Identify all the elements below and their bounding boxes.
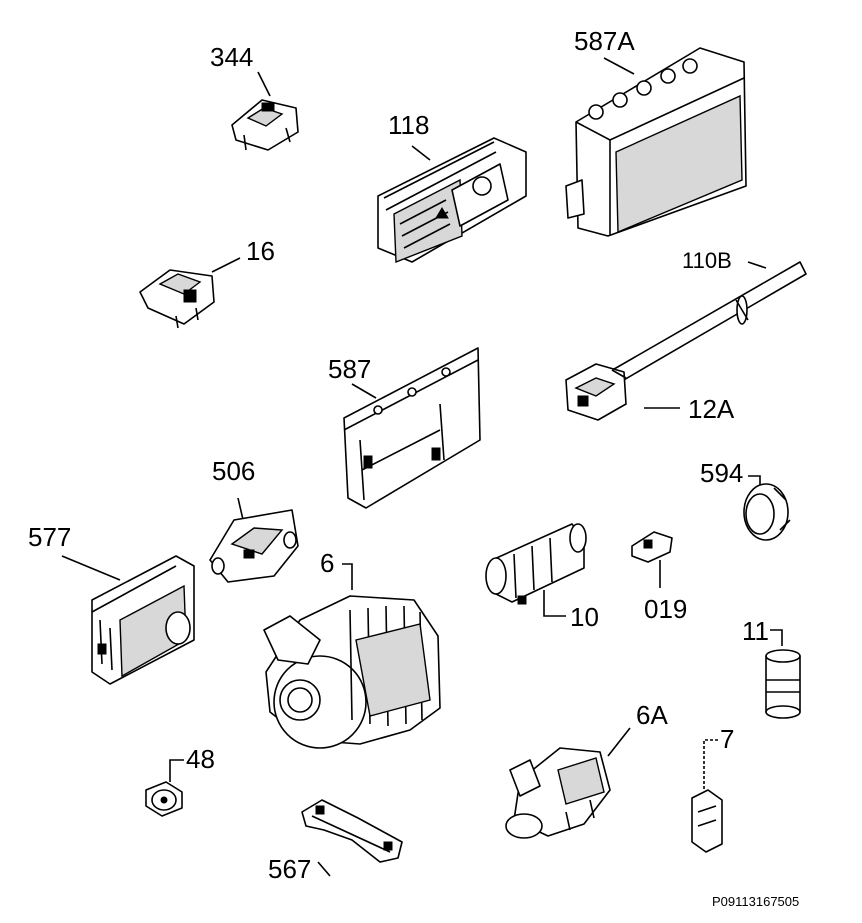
part-16 bbox=[139, 257, 241, 329]
label-577: 577 bbox=[28, 522, 72, 552]
part-48 bbox=[145, 759, 184, 817]
label-587: 587 bbox=[328, 354, 372, 384]
part-6 bbox=[263, 563, 441, 749]
label-019: 019 bbox=[644, 594, 688, 624]
label-110B: 110B bbox=[682, 248, 732, 273]
label-7: 7 bbox=[720, 724, 735, 754]
label-11: 11 bbox=[742, 616, 769, 646]
part-11 bbox=[765, 629, 801, 719]
part-019 bbox=[631, 531, 673, 588]
part-118 bbox=[377, 137, 527, 264]
part-10 bbox=[485, 523, 587, 617]
part-12A-hose bbox=[565, 261, 807, 421]
part-567 bbox=[301, 799, 403, 877]
part-587A bbox=[565, 47, 747, 237]
label-10: 10 bbox=[570, 602, 599, 632]
label-12A: 12A bbox=[688, 394, 735, 424]
label-6: 6 bbox=[320, 548, 335, 578]
part-577 bbox=[61, 555, 195, 685]
part-594 bbox=[743, 475, 791, 541]
part-587 bbox=[343, 347, 481, 509]
label-6A: 6A bbox=[636, 700, 668, 730]
part-7 bbox=[691, 739, 723, 853]
part-506 bbox=[209, 497, 299, 583]
label-16: 16 bbox=[246, 236, 275, 266]
part-344 bbox=[231, 71, 299, 151]
label-587A: 587A bbox=[574, 26, 635, 56]
drawing-code: P09113167505 bbox=[712, 894, 800, 909]
part-6A bbox=[505, 727, 631, 839]
label-118: 118 bbox=[388, 110, 430, 140]
label-594: 594 bbox=[700, 458, 744, 488]
label-567: 567 bbox=[268, 854, 312, 884]
label-506: 506 bbox=[212, 456, 256, 486]
label-344: 344 bbox=[210, 42, 254, 72]
label-48: 48 bbox=[186, 744, 215, 774]
